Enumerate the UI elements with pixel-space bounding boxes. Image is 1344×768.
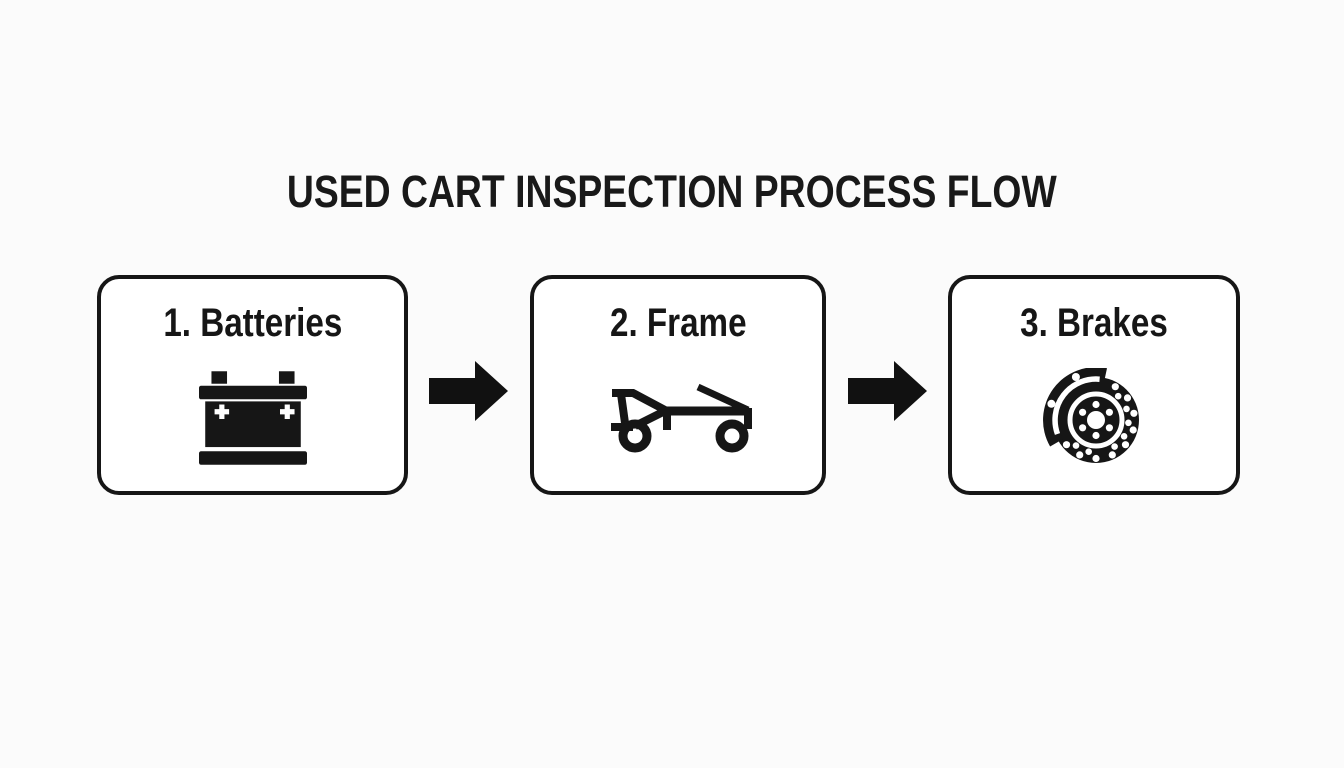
car-battery-icon (198, 345, 307, 491)
arrow-right-icon (848, 360, 928, 422)
brake-disc-icon (1039, 345, 1149, 491)
step-label: 1. Batteries (145, 301, 361, 345)
step-label: 3. Brakes (1005, 301, 1183, 345)
step-card-frame: 2. Frame (530, 275, 826, 495)
step-label-text: 2. Frame (609, 301, 747, 345)
diagram-title: USED CART INSPECTION PROCESS FLOW (0, 166, 1344, 218)
step-label: 2. Frame (596, 301, 761, 345)
step-card-brakes: 3. Brakes (948, 275, 1240, 495)
step-card-batteries: 1. Batteries (97, 275, 408, 495)
step-label-text: 1. Batteries (162, 301, 342, 345)
step-label-text: 3. Brakes (1020, 301, 1168, 345)
arrow-right-icon (429, 360, 509, 422)
cart-frame-icon (602, 345, 754, 491)
diagram-title-text: USED CART INSPECTION PROCESS FLOW (287, 166, 1057, 217)
